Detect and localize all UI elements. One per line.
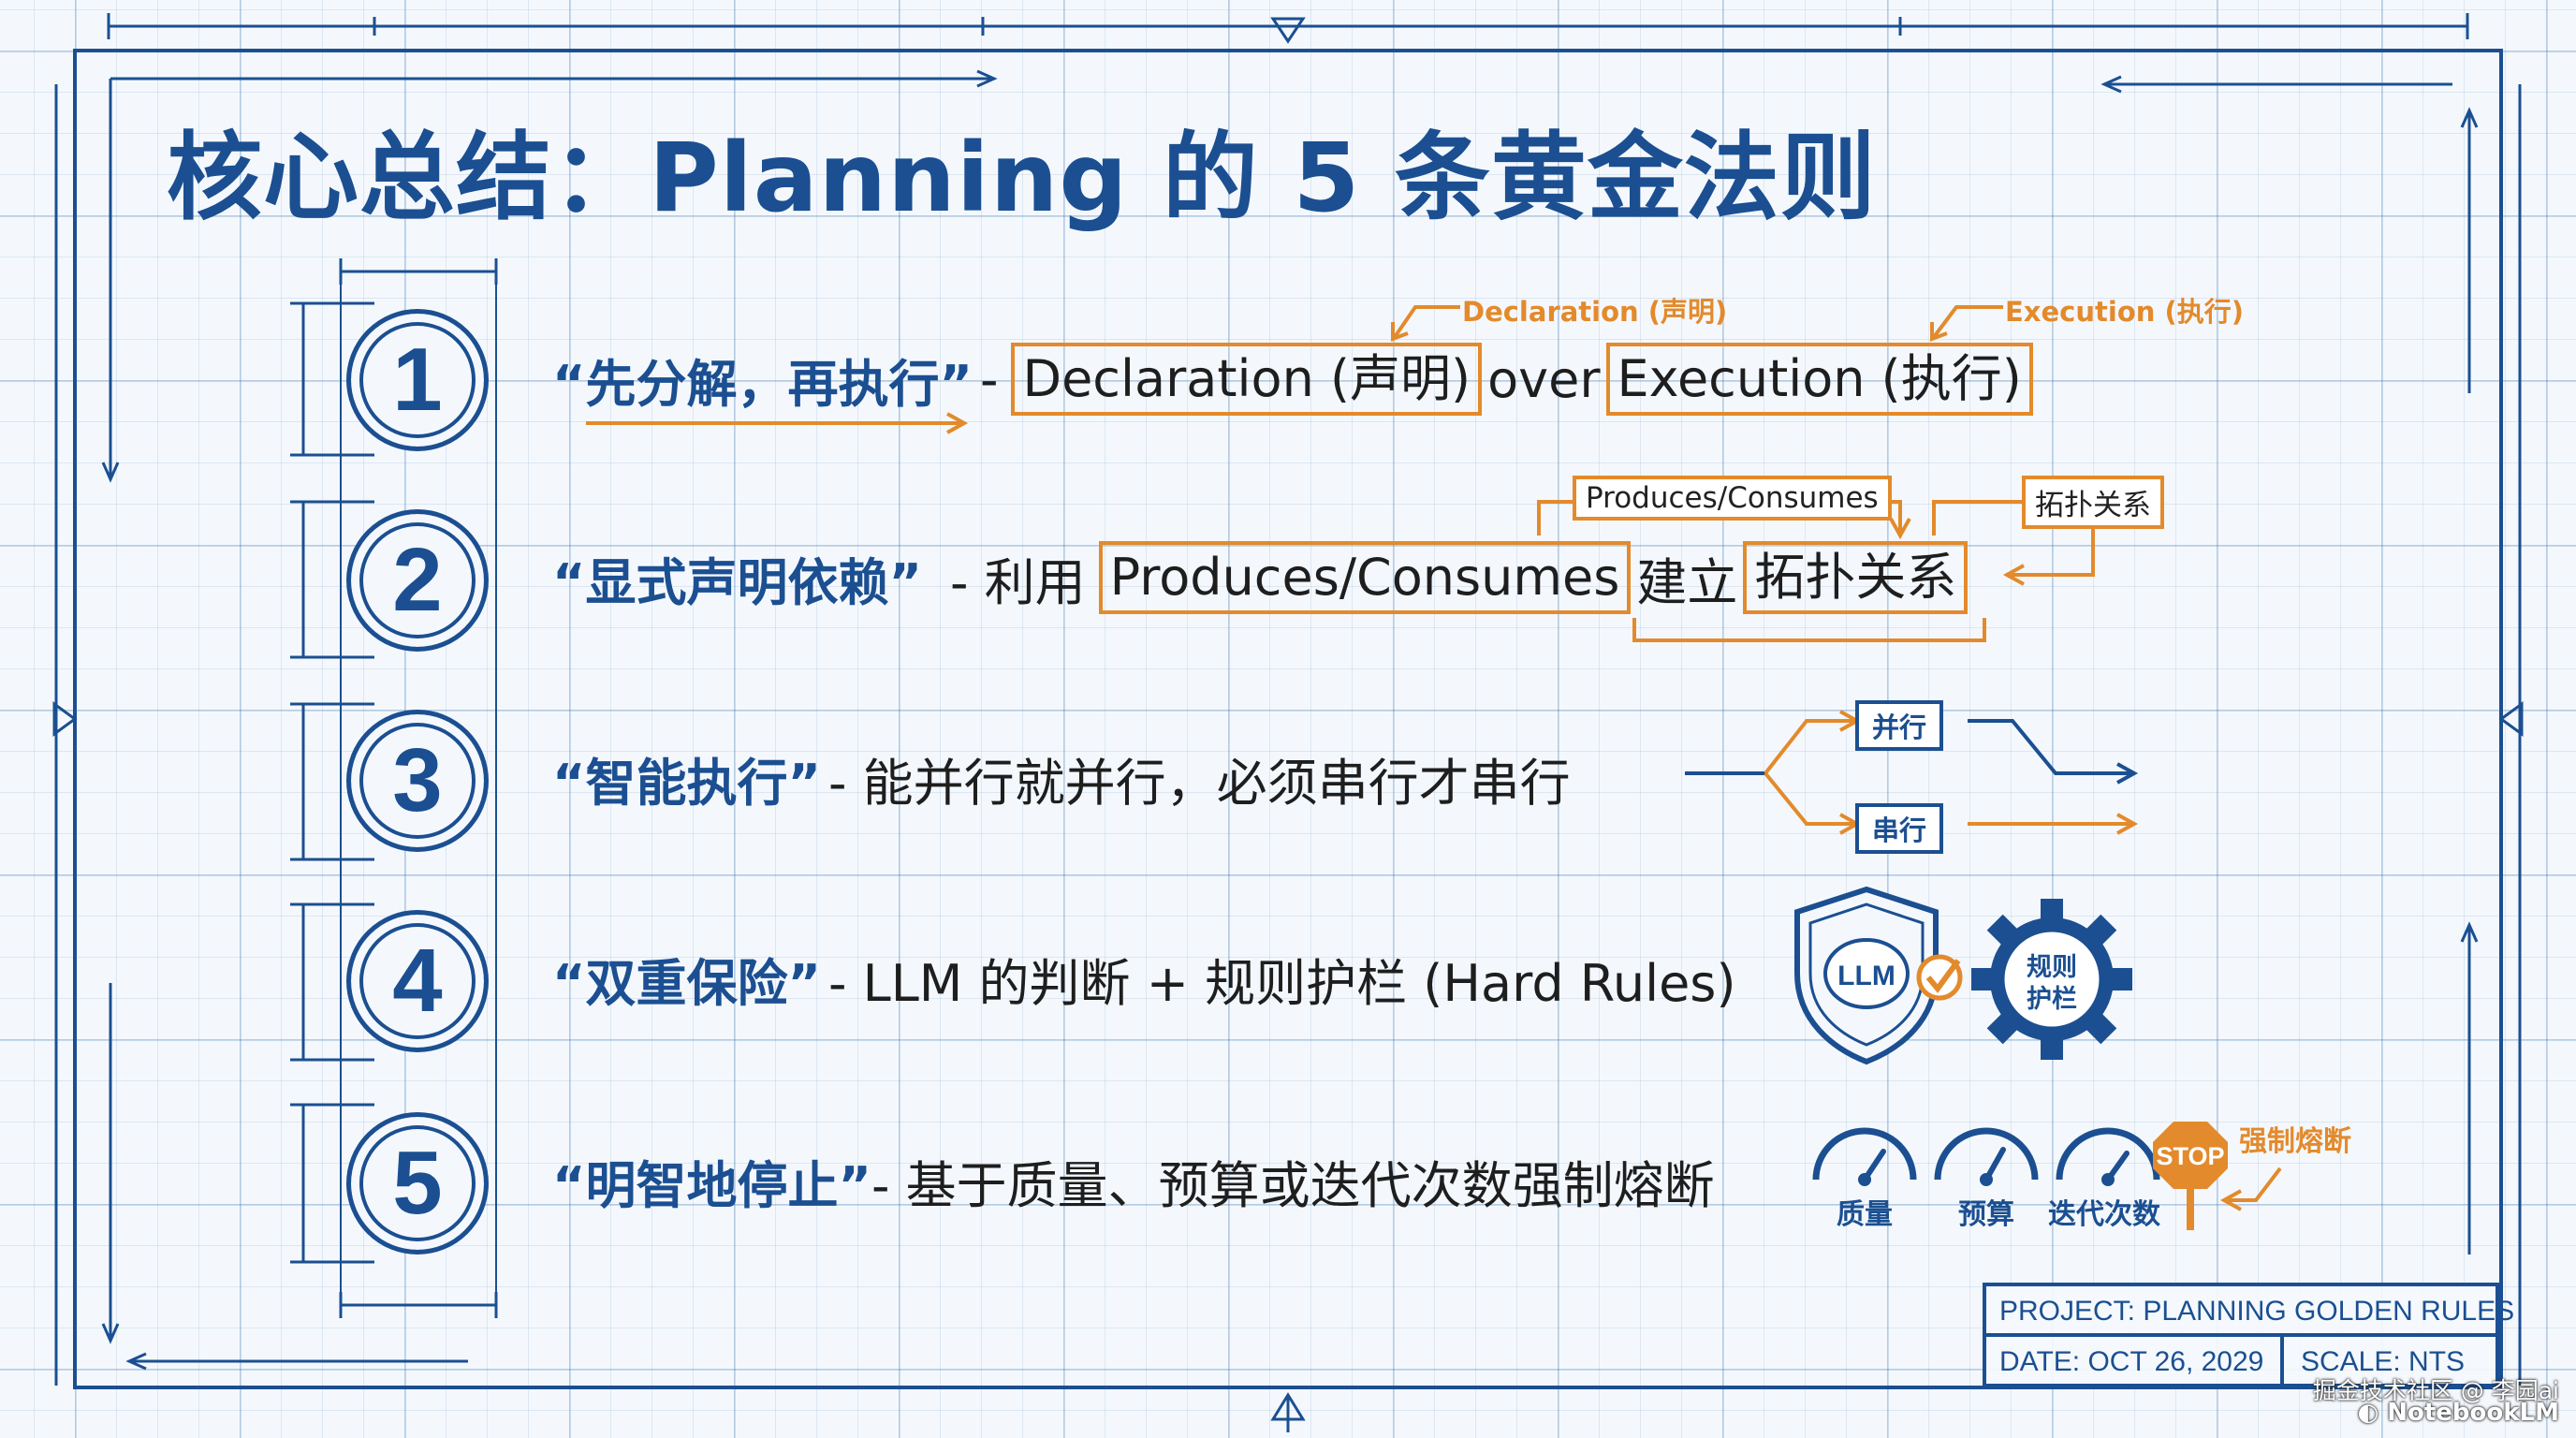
rule-2-dash: - 利用 [949,552,1086,612]
rule-2-build: 建立 [1636,552,1738,612]
rule-1-over: over [1487,349,1601,409]
gauge-label-iterations: 迭代次数 [2048,1198,2160,1231]
topology-box: 拓扑关系 [1743,541,1969,614]
rule-4-text: - LLM 的判断 + 规则护栏 (Hard Rules) [827,953,1736,1013]
rule-3-text: - 能并行就并行，必须串行才串行 [827,753,1571,813]
rules-gear-icon: 规则 护栏 [1971,899,2132,1060]
rule-1: “先分解，再执行” - Declaration (声明) over Execut… [552,337,2039,421]
rule-3: “智能执行” - 能并行就并行，必须串行才串行 [552,736,1571,820]
gear-label-line-1: 规则 [2027,953,2077,982]
declaration-annotation: Declaration (声明) [1462,296,1728,328]
rule-1-quote: “先分解，再执行” [552,354,973,414]
declaration-box: Declaration (声明) [1011,343,1483,416]
produces-consumes-box: Produces/Consumes [1098,541,1632,614]
title-block-date: DATE: OCT 26, 2029 [1986,1337,2284,1387]
rule-number-2: 2 [346,509,489,652]
notebooklm-icon: ◐ [2357,1399,2388,1427]
source-watermark: 掘金技术社区 @ 李园ai [2312,1377,2559,1404]
title-block-scale: SCALE: NTS [2301,1346,2466,1377]
gauges-and-stop: STOP [1812,1122,2282,1230]
execution-annotation: Execution (执行) [2005,296,2244,328]
notebooklm-logo: ◐ NotebookLM [2357,1399,2559,1427]
execution-box: Execution (执行) [1605,343,2033,416]
llm-badge-text: LLM [1837,961,1895,991]
topology-tag: 拓扑关系 [2022,476,2164,529]
page-title: 核心总结：Planning 的 5 条黄金法则 [167,123,1877,234]
rule-number-1: 1 [346,309,489,451]
rule-1-dash: - [979,349,999,409]
rule-5: “明智地停止” - 基于质量、预算或迭代次数强制熔断 [552,1138,1715,1223]
title-block-project: PROJECT: PLANNING GOLDEN RULES [1986,1286,2514,1337]
gear-label-line-2: 护栏 [2027,985,2077,1014]
llm-shield-icon: LLM [1794,886,1963,1065]
produces-consumes-tag: Produces/Consumes [1573,476,1892,521]
rule-number-4: 4 [346,910,489,1052]
rule-5-quote: “明智地停止” [552,1155,871,1215]
title-block: PROJECT: PLANNING GOLDEN RULES DATE: OCT… [1983,1283,2514,1387]
notebooklm-brand: NotebookLM [2387,1399,2559,1427]
stop-sign-icon-label: 强制熔断 [2239,1125,2351,1158]
serial-tag: 串行 [1855,803,1944,854]
rule-5-text: - 基于质量、预算或迭代次数强制熔断 [871,1155,1715,1215]
gauge-label-quality: 质量 [1837,1198,1893,1231]
rule-2-quote: “显式声明依赖” [552,552,922,612]
rule-number-3: 3 [346,710,489,852]
gauge-label-budget: 预算 [1958,1198,2014,1231]
rule-2: “显式声明依赖” - 利用 Produces/Consumes 建立 拓扑关系 [552,536,1973,620]
stop-sign-text: STOP [2156,1142,2224,1170]
parallel-tag: 并行 [1855,700,1944,751]
rule-3-quote: “智能执行” [552,753,821,813]
rule-number-5: 5 [346,1112,489,1255]
rule-4: “双重保险” - LLM 的判断 + 规则护栏 (Hard Rules) [552,936,1736,1020]
rule-4-quote: “双重保险” [552,953,821,1013]
